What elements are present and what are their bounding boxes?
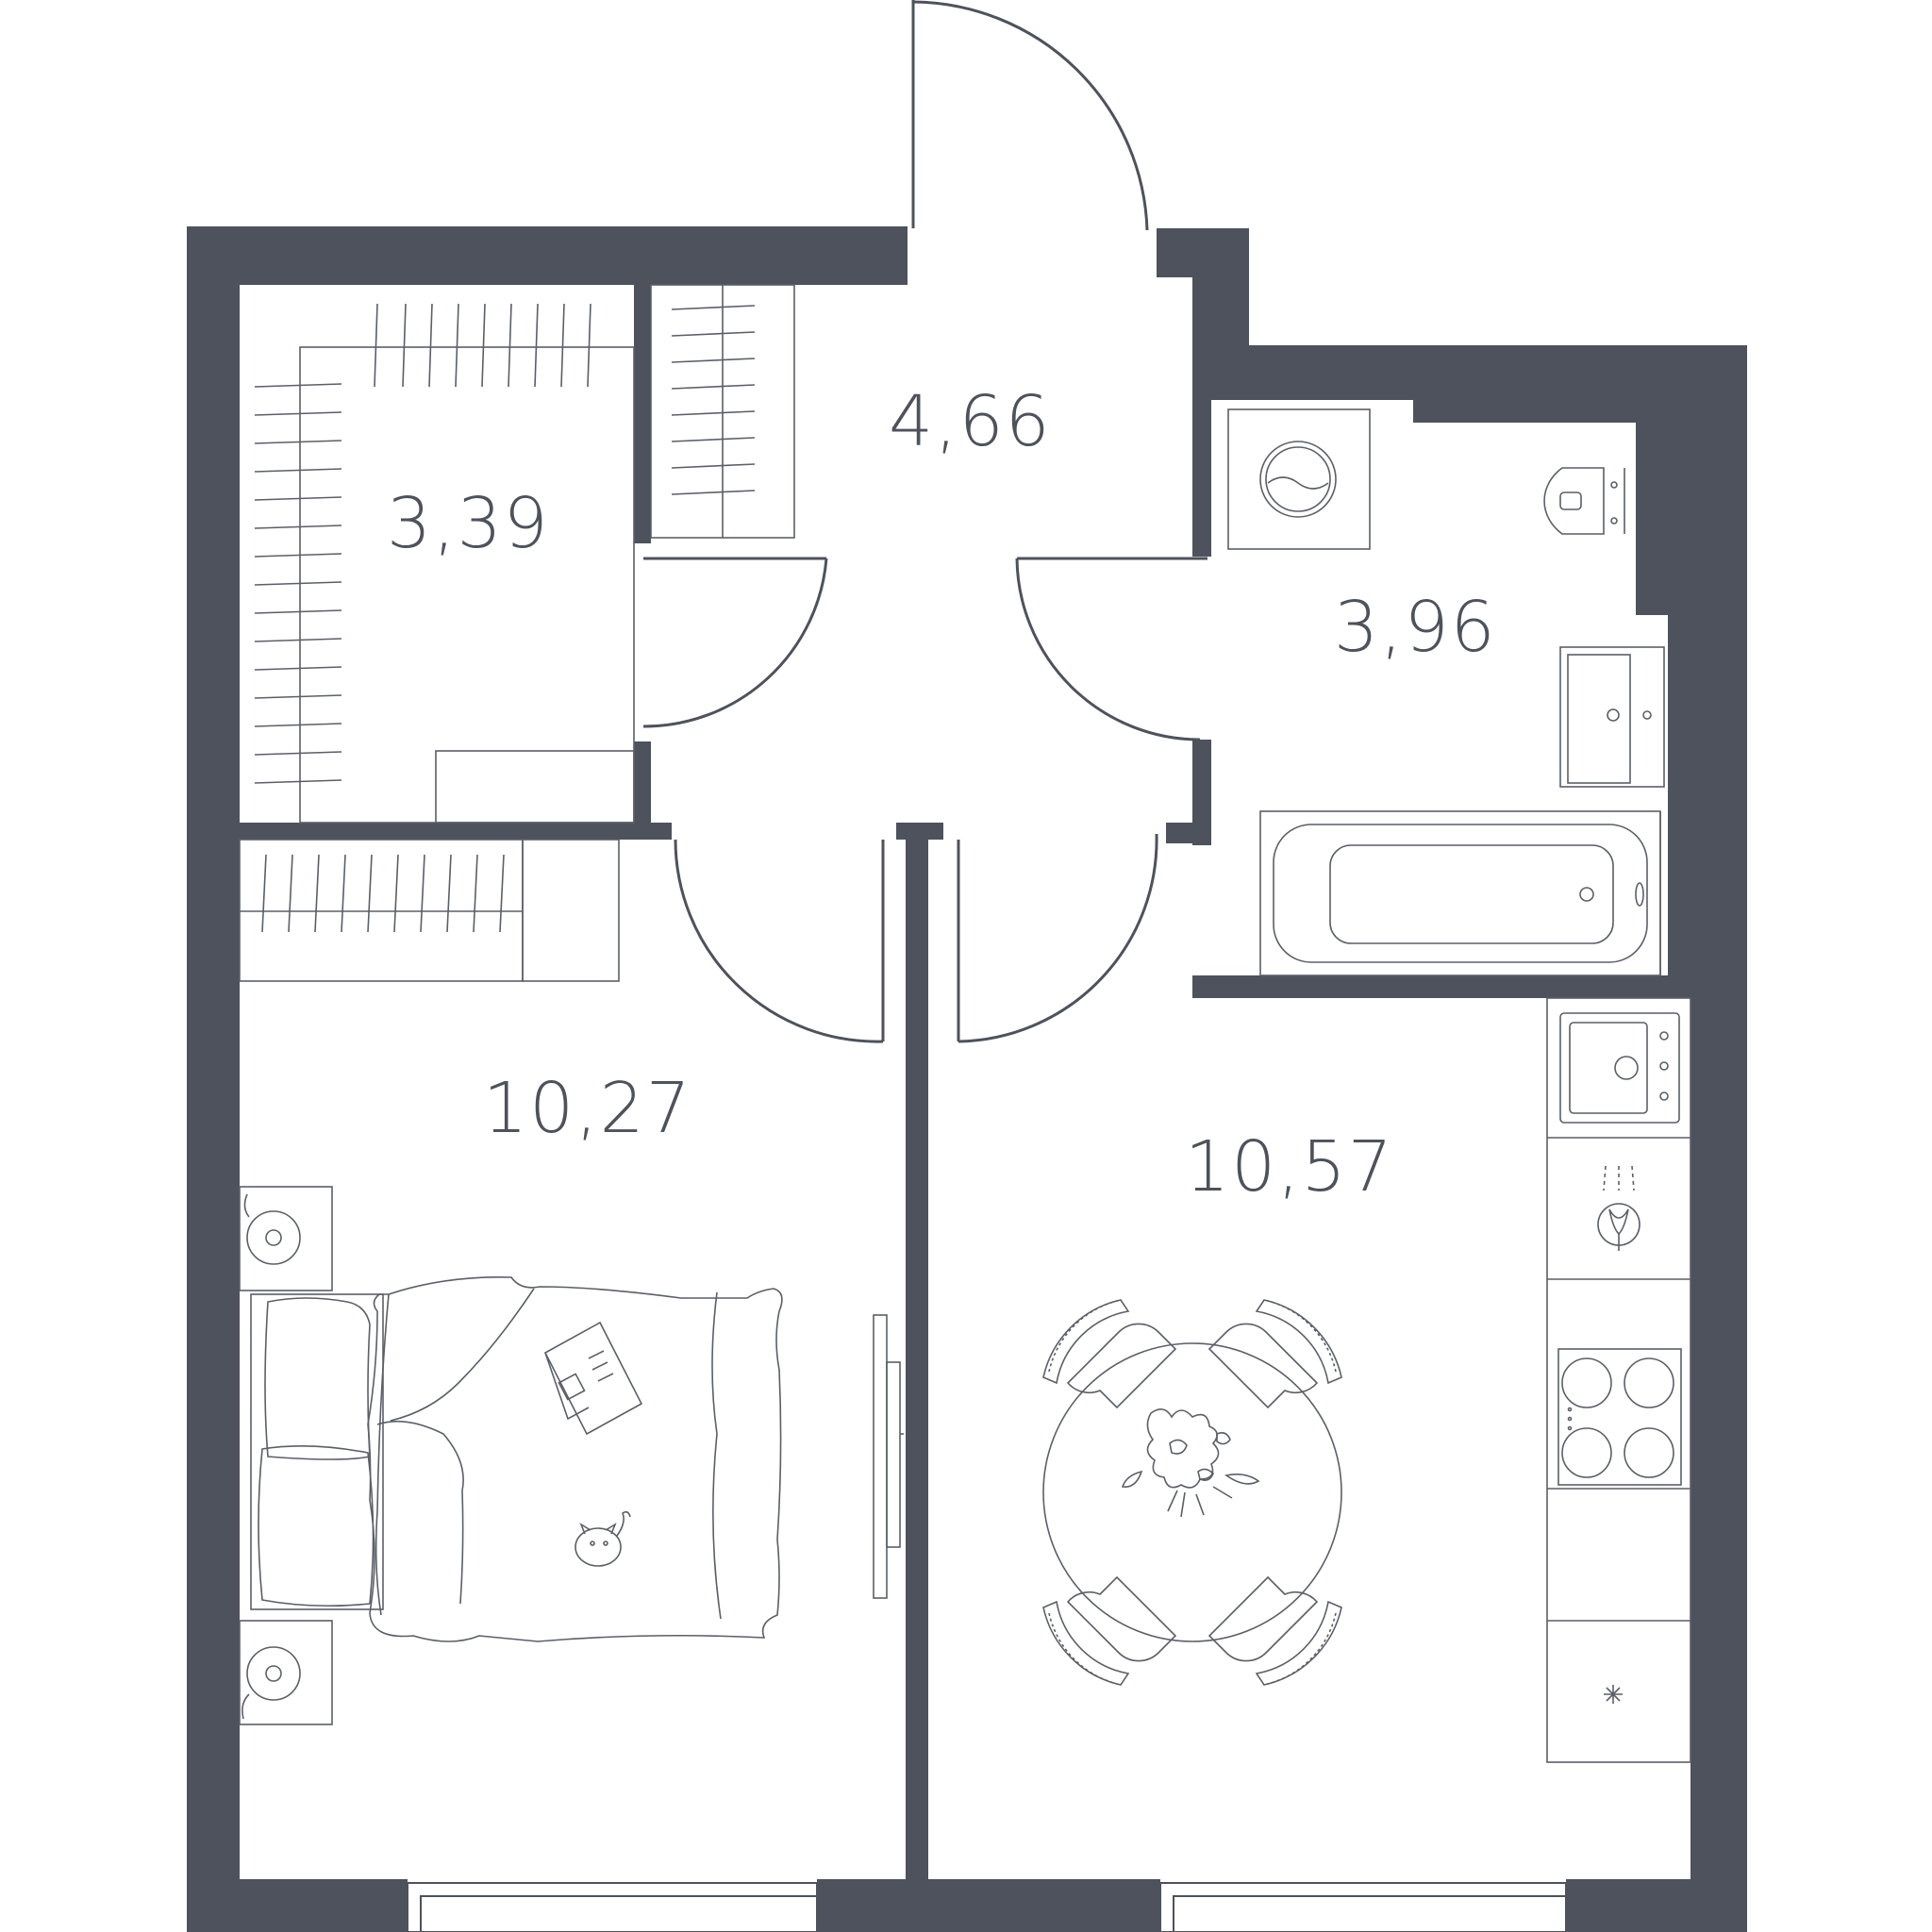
windows — [407, 1882, 1567, 1932]
nightstand-lamp-icon — [239, 1620, 333, 1725]
wardrobe-icon — [239, 284, 795, 982]
chair-icon — [1042, 1299, 1342, 1686]
room-area-hallway: 4,66 — [889, 381, 1052, 462]
room-area-bedroom: 10,27 — [483, 1068, 692, 1149]
laptop-icon — [543, 1321, 643, 1436]
oven-icon — [1597, 1165, 1641, 1251]
sink-icon — [1559, 646, 1665, 788]
nightstand-lamp-icon — [239, 1186, 333, 1291]
toilet-icon — [1543, 467, 1625, 535]
kitchen-sink-icon — [1559, 1012, 1680, 1124]
washing-machine-icon — [1227, 408, 1371, 550]
room-area-bathroom: 3,96 — [1334, 587, 1497, 668]
kitchen-counter — [1546, 997, 1691, 1763]
dining-table-icon — [1042, 1342, 1342, 1642]
flower-bouquet — [1121, 1408, 1260, 1518]
walls — [187, 226, 1747, 1932]
cat-icon — [575, 1510, 631, 1567]
room-area-kitchen-living: 10,57 — [1185, 1126, 1394, 1208]
bathtub-icon — [1259, 810, 1661, 976]
room-area-storage: 3,39 — [387, 483, 550, 564]
doors — [642, 0, 1208, 1043]
cooktop-icon — [1557, 1348, 1682, 1486]
fridge-icon — [1604, 1685, 1623, 1704]
tv-icon — [873, 1314, 904, 1599]
bed-icon — [250, 1276, 783, 1642]
